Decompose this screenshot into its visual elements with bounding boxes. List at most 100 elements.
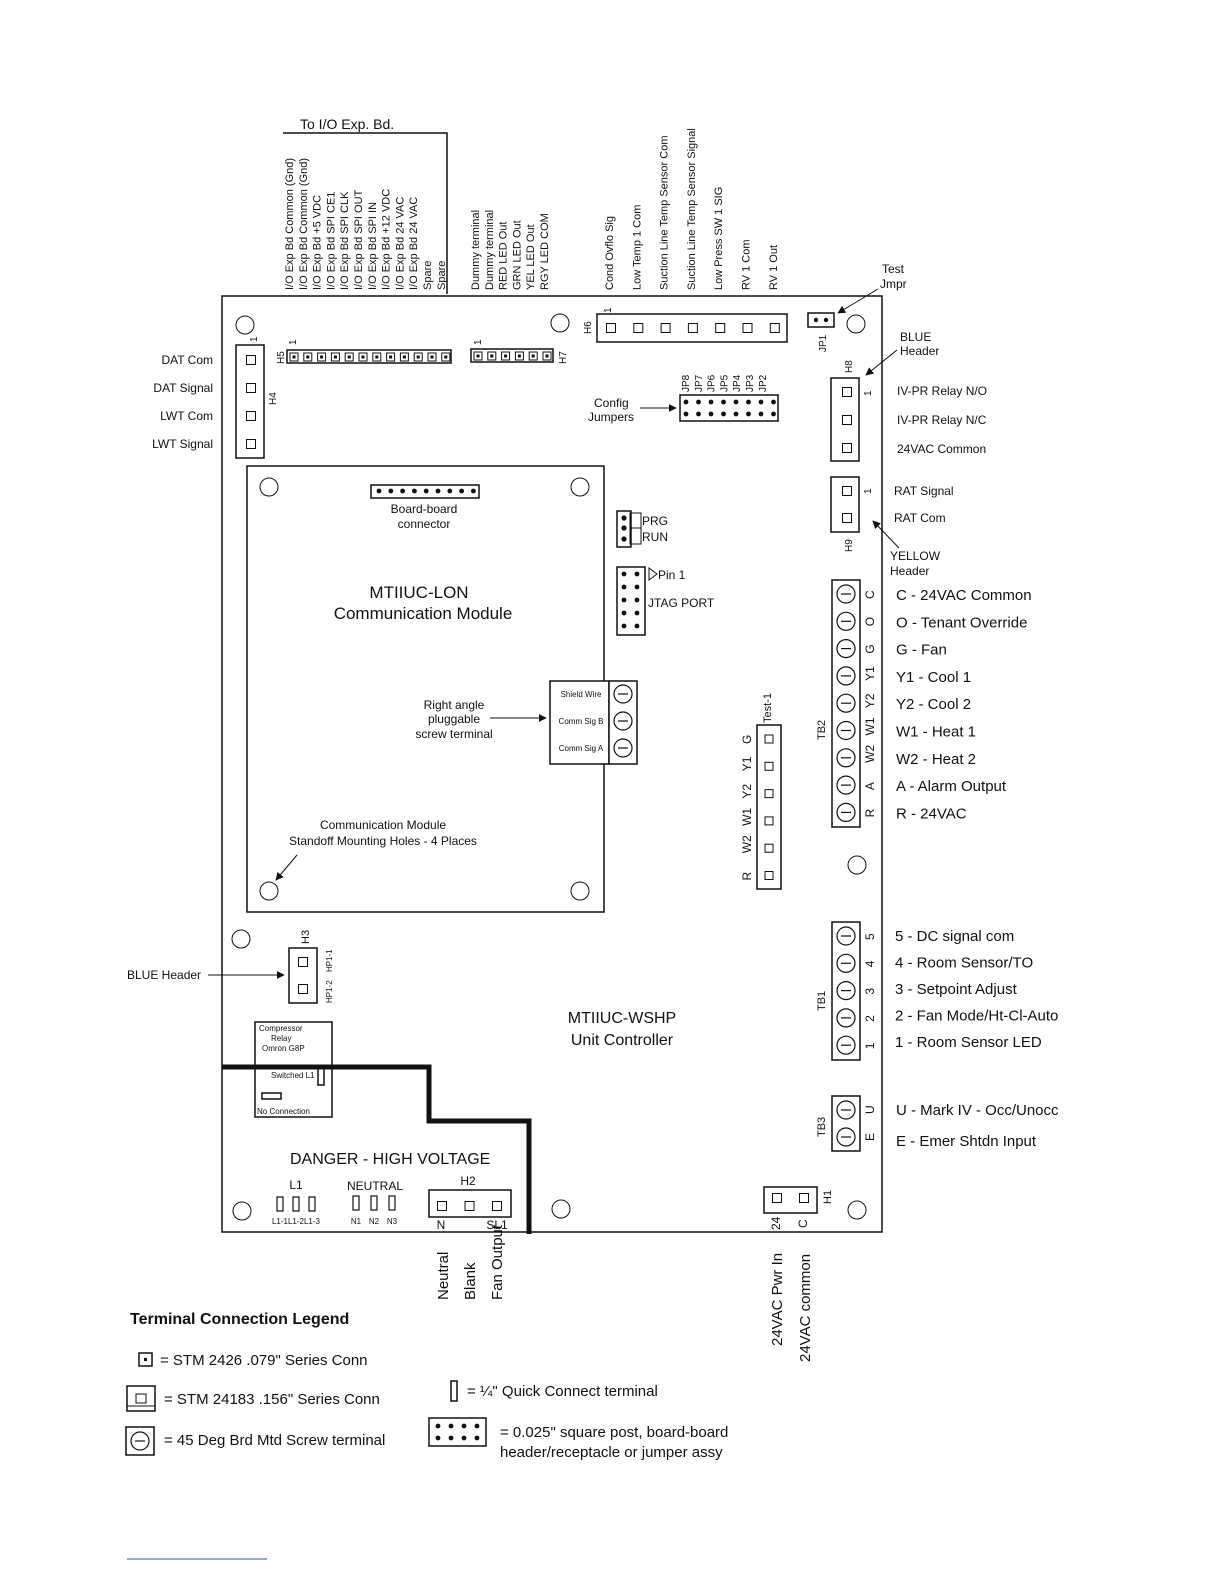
tb1-terminal-label: 4 - Room Sensor/TO: [895, 955, 1033, 972]
board-board-pin: [388, 488, 394, 494]
neutral-label: NEUTRAL: [347, 1179, 403, 1193]
legend-square-post-pins: [435, 1423, 480, 1441]
jtag-pin: [621, 571, 627, 577]
tb2-screw: [836, 584, 856, 604]
board-mounting-holes: [231, 313, 867, 1221]
h3-pin-2: HP1-2: [325, 980, 334, 1003]
tb2-terminal-label: G - Fan: [896, 642, 947, 659]
legend-quick-connect-symbol: [450, 1380, 458, 1402]
h9-pins: [842, 486, 852, 523]
config-jumpers-label-2: Jumpers: [588, 410, 634, 424]
pluggable-screw: [613, 738, 633, 758]
legend-post-pin: [448, 1423, 454, 1429]
config-jumper-pin: [696, 411, 701, 417]
h3-connector: [288, 947, 318, 1004]
neutral-terminal: [370, 1195, 378, 1211]
h1-signals: 24VAC Pwr In 24VAC common: [769, 1253, 814, 1362]
tb3-screws: [836, 1100, 856, 1147]
relay-no-conn-terminal: [261, 1092, 282, 1100]
h6-signal-label: RV 1 Com: [741, 239, 753, 290]
test1-code: R: [740, 872, 754, 881]
tb1-code: 5: [863, 933, 877, 940]
neutral-pin-label: N2: [369, 1217, 380, 1226]
h7-pin-dot: [504, 354, 508, 358]
io-exp-bracket: [283, 132, 448, 294]
config-jumper-pin: [708, 399, 714, 405]
l1-terminal: [308, 1196, 316, 1212]
comm-module-title-1: MTIIUC-LON: [369, 583, 468, 602]
h7-pin1: 1: [473, 339, 484, 345]
board-board-pin: [435, 488, 441, 494]
pin1-triangle: [648, 567, 658, 581]
relay-switched-label: Switched L1: [271, 1071, 315, 1080]
tb1-label: TB1: [816, 991, 828, 1011]
test1-code: G: [740, 735, 754, 744]
h2-pin-n: N: [437, 1218, 446, 1232]
tb2-label: TB2: [816, 720, 828, 740]
tb3-terminal-label: E - Emer Shtdn Input: [896, 1133, 1037, 1150]
h6-connector: [596, 313, 788, 343]
tb2-screw: [836, 666, 856, 686]
tb2-code: Y2: [863, 693, 877, 708]
h4-pin-label: LWT Signal: [152, 437, 213, 451]
screw-term-label-2: pluggable: [428, 712, 480, 726]
h4-pin-label: DAT Signal: [153, 381, 213, 395]
h7-signal-label: RED LED Out: [498, 222, 510, 290]
config-jumper-pin: [758, 411, 764, 417]
legend-square-post-1: = 0.025" square post, board-board: [500, 1424, 728, 1441]
h1-label: H1: [822, 1190, 834, 1204]
tb2-screw: [836, 775, 856, 795]
h9-pin1: 1: [863, 488, 874, 494]
h1-signal-label: 24VAC common: [797, 1254, 814, 1362]
tb3-terminal-block: [831, 1095, 861, 1152]
h7-signal-label: YEL LED Out: [525, 224, 537, 290]
h9-header-label-2: Header: [890, 564, 929, 578]
tb1-screw: [836, 1008, 856, 1028]
h9-pin-label: RAT Signal: [894, 484, 954, 498]
h9-pin: [842, 513, 852, 523]
h5-signal-label: I/O Exp Bd SPI CLK: [339, 191, 351, 290]
test-jumper-arrow: [837, 288, 879, 314]
config-jumper-pin: [771, 399, 776, 405]
relay-label-1: Compressor: [259, 1024, 303, 1033]
tb2-code: C: [863, 590, 877, 599]
pluggable-terminal-body: [549, 680, 610, 765]
h3-pin: [298, 984, 308, 994]
legend-post-pin: [435, 1435, 441, 1441]
h5-signal-labels: I/O Exp Bd Common (Gnd)I/O Exp Bd Common…: [284, 158, 448, 290]
h5-pin-dot: [416, 355, 420, 359]
h1-signal-label: 24VAC Pwr In: [769, 1253, 786, 1346]
h9-pin-label: RAT Com: [894, 511, 946, 525]
h8-connector: [830, 377, 860, 462]
h5-pin-dot: [389, 355, 393, 359]
test1-pin: [764, 871, 774, 880]
board-title-1: MTIIUC-WSHP: [568, 1010, 676, 1027]
h5-pin1: 1: [288, 339, 299, 345]
prg-label: PRG: [642, 514, 668, 528]
l1-pin-label: L1-3: [304, 1217, 321, 1226]
h8-label: H8: [844, 360, 855, 373]
neutral-pin-label: N1: [351, 1217, 362, 1226]
tb1-screw: [836, 953, 856, 973]
legend-square-post-symbol: [428, 1417, 487, 1447]
h4-pin: [246, 355, 256, 365]
jtag-pin: [634, 584, 640, 590]
config-jumper-pin: [708, 411, 714, 417]
h8-pin: [842, 415, 852, 425]
h6-signal-label: Cond Ovflo Sig: [604, 216, 616, 290]
legend-post-pin: [474, 1435, 480, 1441]
tb1-screw: [836, 1035, 856, 1055]
config-jumper-pin: [746, 399, 751, 405]
h2-signal-label: Neutral: [435, 1252, 452, 1300]
h7-pin-dot: [517, 354, 521, 358]
run-label: RUN: [642, 530, 668, 544]
tb3-screw: [836, 1127, 856, 1147]
h5-signal-label: Spare: [422, 261, 434, 290]
h5-pin-dot: [333, 355, 337, 359]
h5-signal-label: I/O Exp Bd Common (Gnd): [298, 158, 310, 290]
